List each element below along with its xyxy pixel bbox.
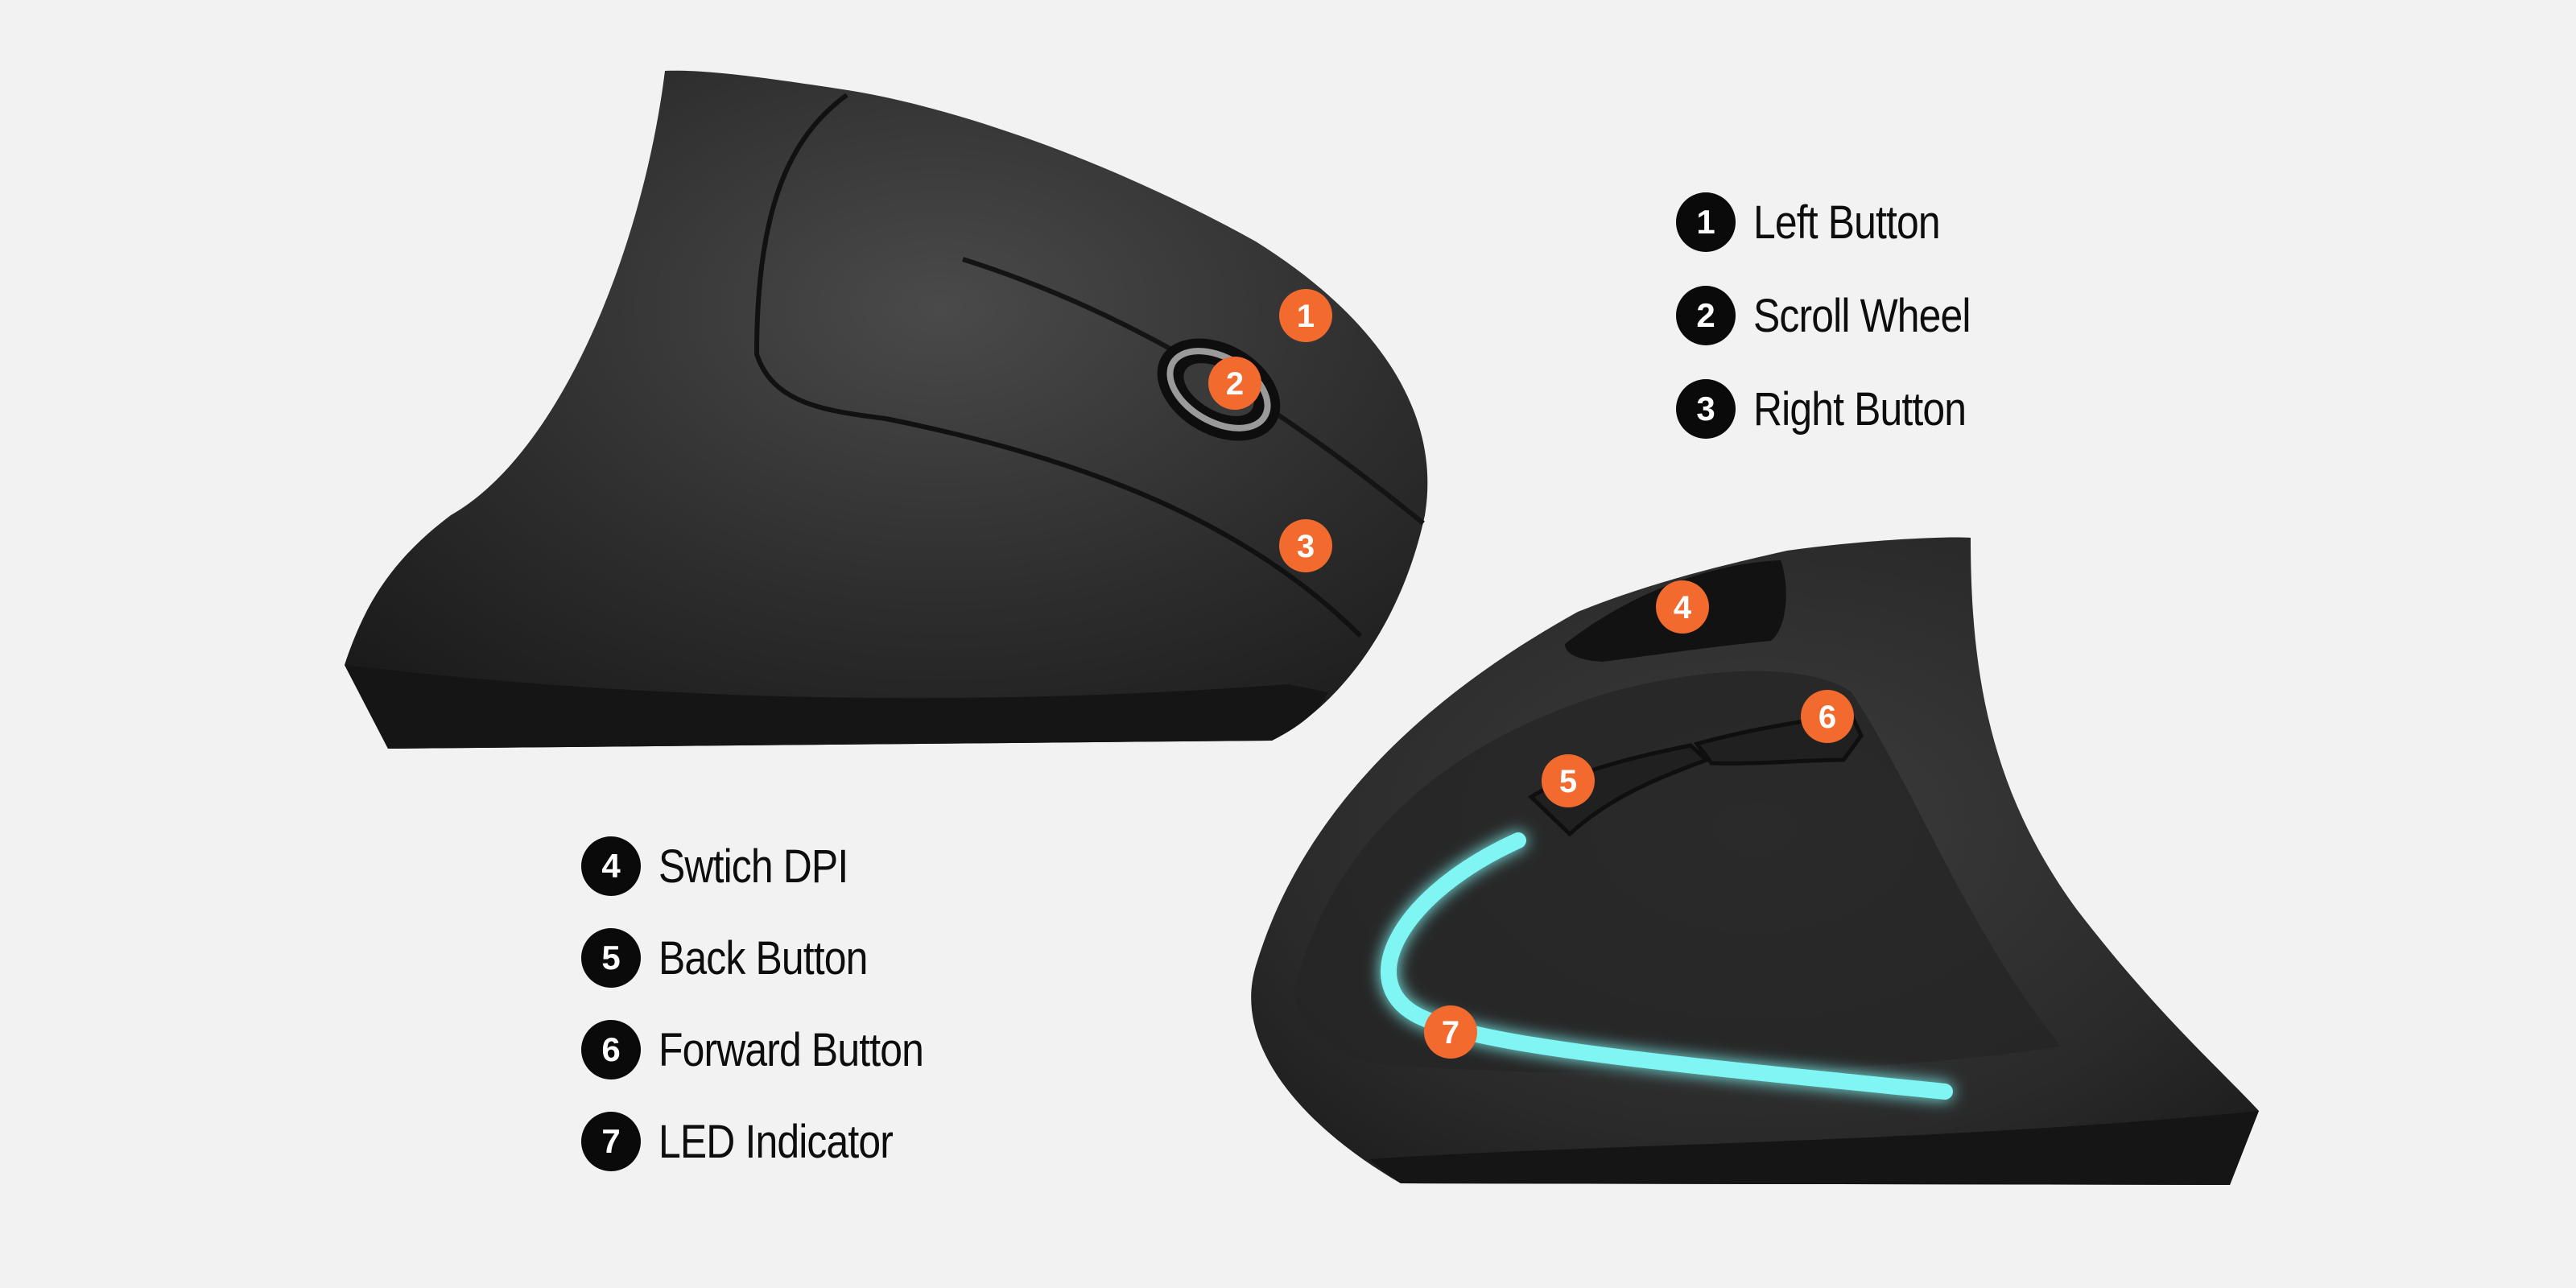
mouse-a-base bbox=[345, 665, 1328, 749]
legend-item-forward-button: 6 Forward Button bbox=[581, 1018, 967, 1082]
legend-item-left-button: 1 Left Button bbox=[1676, 190, 2006, 254]
legend-label: Left Button bbox=[1753, 196, 1941, 249]
callout-2: 2 bbox=[1208, 357, 1261, 410]
legend-bottom: 4 Swtich DPI 5 Back Button 6 Forward But… bbox=[581, 834, 967, 1201]
callout-3-label: 3 bbox=[1297, 529, 1315, 564]
legend-top: 1 Left Button 2 Scroll Wheel 3 Right But… bbox=[1676, 190, 2006, 470]
callout-5: 5 bbox=[1542, 754, 1595, 807]
legend-label: Swtich DPI bbox=[658, 840, 848, 893]
callout-4-label: 4 bbox=[1674, 590, 1692, 625]
legend-item-switch-dpi: 4 Swtich DPI bbox=[581, 834, 967, 898]
callout-4: 4 bbox=[1656, 580, 1709, 634]
legend-number-badge: 5 bbox=[581, 928, 641, 988]
mouse-b-base bbox=[1368, 1111, 2259, 1185]
mouse-a-button-seam bbox=[753, 93, 1363, 638]
legend-item-scroll-wheel: 2 Scroll Wheel bbox=[1676, 283, 2006, 348]
callout-1-label: 1 bbox=[1297, 299, 1315, 334]
legend-item-led-indicator: 7 LED Indicator bbox=[581, 1109, 967, 1174]
callout-7: 7 bbox=[1424, 1005, 1477, 1059]
callout-7-label: 7 bbox=[1442, 1015, 1459, 1051]
legend-number-badge: 6 bbox=[581, 1020, 641, 1080]
callout-6: 6 bbox=[1801, 690, 1854, 743]
callout-1: 1 bbox=[1279, 289, 1332, 342]
mouse-a-body bbox=[345, 70, 1428, 749]
callout-6-label: 6 bbox=[1818, 700, 1836, 735]
legend-label: Right Button bbox=[1753, 382, 1967, 436]
callout-2-label: 2 bbox=[1226, 366, 1244, 402]
legend-number-badge: 3 bbox=[1676, 379, 1736, 439]
callout-3: 3 bbox=[1279, 519, 1332, 572]
legend-label: Forward Button bbox=[658, 1023, 924, 1076]
mouse-side-view bbox=[345, 70, 1428, 749]
mouse-front-view bbox=[1251, 537, 2259, 1185]
mouse-b-inner-edge bbox=[1294, 671, 2061, 1074]
legend-item-back-button: 5 Back Button bbox=[581, 926, 967, 990]
legend-number-badge: 2 bbox=[1676, 286, 1736, 345]
legend-label: Back Button bbox=[658, 931, 868, 985]
callout-5-label: 5 bbox=[1559, 764, 1577, 799]
legend-label: LED Indicator bbox=[658, 1115, 894, 1168]
legend-label: Scroll Wheel bbox=[1753, 289, 1971, 342]
legend-number-badge: 1 bbox=[1676, 192, 1736, 252]
legend-number-badge: 4 bbox=[581, 836, 641, 896]
legend-item-right-button: 3 Right Button bbox=[1676, 377, 2006, 441]
legend-number-badge: 7 bbox=[581, 1112, 641, 1171]
